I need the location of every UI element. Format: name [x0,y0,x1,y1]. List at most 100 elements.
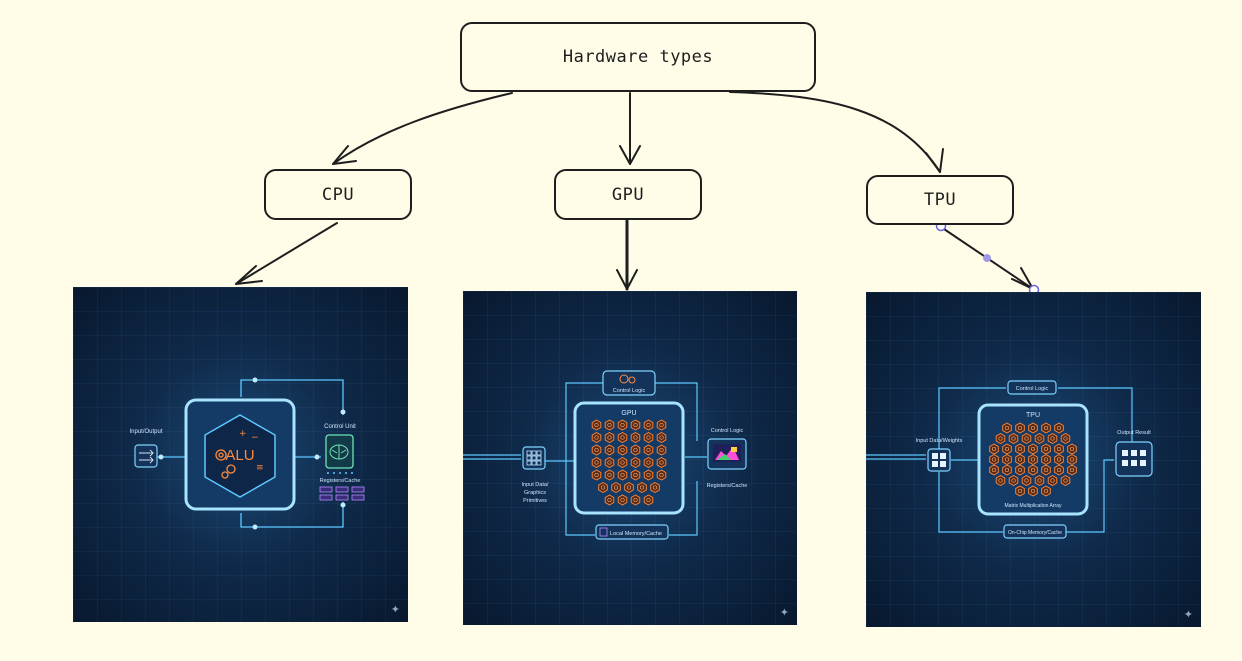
core-cell [989,464,999,476]
core-grid [591,419,667,506]
core-cell [630,431,641,444]
core-cell-center [633,497,638,503]
core-cell [656,469,667,481]
gpu-chip [573,401,685,515]
core-cell-center [1037,478,1042,483]
core-cell [1041,464,1051,476]
core-cell [630,444,641,456]
svg-text:−: − [251,433,259,443]
core-cell-center [1063,436,1068,441]
io-label: Input/Output [129,429,162,435]
core-cell [630,469,641,481]
core-cell-center [1056,425,1062,431]
edge-root-tpu-head [925,148,944,173]
core-cell [995,474,1006,487]
core-cell [591,444,602,456]
core-cell-center [659,460,664,465]
core-cell-center [991,457,997,462]
core-cell [643,431,654,444]
core-cell-center [1017,446,1023,452]
core-cell [1008,474,1019,487]
svg-text:≡: ≡ [256,463,264,473]
core-cell-center [633,422,638,428]
input-label-2: Graphics [524,490,546,496]
tpu-diagram-image[interactable]: Control Logic Input Data/Weights TPU Mat… [866,292,1201,627]
core-cell-center [1043,446,1049,452]
core-cell-center [1030,457,1036,462]
cpu-node[interactable]: CPU [264,169,412,220]
registers-label: Registers/Cache [707,483,748,489]
core-cell-center [1043,457,1049,462]
core-cell-center [646,422,651,428]
core-cell-center [1024,478,1029,483]
edge-root-tpu [729,91,941,173]
gpu-title: GPU [621,410,636,417]
memory-box [595,524,669,540]
core-cell-center [620,447,625,453]
core-cell [656,431,667,444]
core-cell-center [1030,488,1036,494]
core-cell [1028,464,1038,476]
core-cell-center [991,467,997,473]
core-cell [643,444,654,456]
core-cell-center [607,422,612,428]
core-cell-center [1063,478,1068,483]
root-label: Hardware types [562,47,714,67]
core-cell-center [633,460,638,465]
io-box [134,444,158,468]
core-cell-center [1017,488,1023,494]
core-cell [604,431,615,444]
cpu-diagram-image[interactable]: Input/Output ALU + − ≡ Control Unit Regi… [73,287,408,622]
core-cell-center [1050,436,1055,441]
core-cell [1028,485,1038,497]
core-cell [617,419,628,431]
core-grid [989,422,1077,497]
tpu-title: TPU [1026,412,1040,419]
core-cell-center [633,447,638,453]
core-cell [989,453,999,466]
gear-icon [215,449,236,479]
core-cell-center [1011,478,1016,483]
core-cell-center [659,472,664,478]
core-cell-center [998,478,1003,483]
core-cell [591,469,602,481]
core-cell [604,456,615,469]
core-cell-center [1030,425,1036,431]
core-cell [1002,443,1012,455]
core-cell [1060,474,1071,487]
cpu-label: CPU [321,184,355,205]
core-cell-center [1069,446,1075,452]
core-cell-center [1056,457,1062,462]
core-cell [1002,464,1012,476]
core-cell [617,494,628,506]
core-cell-center [652,485,658,490]
root-node[interactable]: Hardware types [460,22,816,92]
core-cell [604,469,615,481]
control-logic-side-label: Control Logic [711,428,744,434]
core-cell-center [1050,478,1055,483]
svg-text:+: + [239,429,247,439]
core-cell-center [1043,488,1049,494]
tpu-node[interactable]: TPU [866,175,1014,225]
core-cell [1028,422,1038,434]
core-cell [656,444,667,456]
selection-handle [983,254,991,262]
register-blocks [319,486,365,501]
edge-root-gpu-head [619,145,641,165]
core-cell-center [1011,436,1016,441]
core-cell-center [1037,436,1042,441]
gpu-node[interactable]: GPU [554,169,702,220]
core-cell-center [620,497,625,503]
core-cell [1008,432,1019,445]
core-cell-center [1069,467,1075,473]
core-cell-center [620,422,625,428]
core-cell [598,481,608,494]
core-cell-center [620,472,625,478]
core-cell [1034,432,1045,445]
core-cell [591,431,602,444]
gpu-diagram-image[interactable]: Control Logic Input Data/ Graphics Primi… [463,291,797,625]
core-cell [643,469,654,481]
core-cell-center [1024,436,1029,441]
core-cell-center [607,435,612,440]
core-cell-center [1056,467,1062,473]
